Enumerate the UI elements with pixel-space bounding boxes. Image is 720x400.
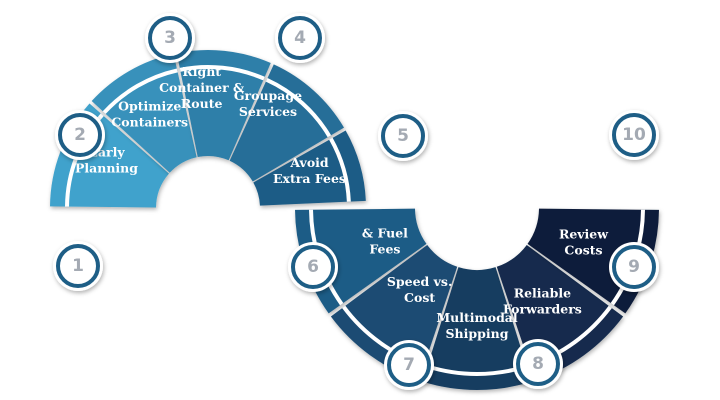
badge-number: 9 <box>628 257 640 277</box>
badge-ring <box>291 245 335 289</box>
step-segment-fill <box>229 64 344 182</box>
step-badge-9: 9 <box>609 242 659 292</box>
step-label-7: Speed vs.Cost <box>387 274 452 305</box>
step-badge-7: 7 <box>384 340 434 390</box>
badge-number: 3 <box>164 28 176 48</box>
step-segment-divider-ring <box>610 209 645 306</box>
step-segment-divider-ring <box>179 64 265 81</box>
step-badge-3: 3 <box>145 13 195 63</box>
step-badge-2: 2 <box>55 110 105 160</box>
badge-number: 6 <box>307 257 319 277</box>
step-label-line: Reliable <box>514 285 571 300</box>
step-badge-6: 6 <box>288 242 338 292</box>
step-segment-fill <box>422 267 532 390</box>
badge-number: 2 <box>74 125 86 145</box>
step-segment-fill <box>176 50 271 161</box>
step-label-line: Fees <box>369 242 400 257</box>
badge-number: 10 <box>622 125 646 145</box>
badge-ring <box>387 343 431 387</box>
badge-ring <box>58 113 102 157</box>
step-segment-fill <box>295 208 427 314</box>
badge-ring <box>516 342 560 386</box>
step-label-line: Shipping <box>446 326 509 341</box>
step-label-line: Planning <box>75 161 138 176</box>
step-segment-8 <box>422 267 532 390</box>
step-segment-2 <box>91 53 197 173</box>
step-label-line: Right <box>182 64 221 79</box>
step-label-line: Cost <box>404 290 435 305</box>
step-label-line: Groupage <box>234 88 302 103</box>
step-badges: 1 2 3 4 5 6 7 8 9 10 <box>53 13 659 390</box>
badge-number: 1 <box>72 256 84 276</box>
step-segment-divider-ring <box>102 68 178 114</box>
step-label-line: Optimize <box>118 99 181 114</box>
badge-ring <box>612 245 656 289</box>
badge-ring <box>148 16 192 60</box>
step-badge-4: 4 <box>275 13 325 63</box>
badge-number: 8 <box>532 354 544 374</box>
step-segment-fill <box>91 53 197 173</box>
step-segment-divider-ring <box>426 364 528 376</box>
step-segment-6 <box>295 208 427 314</box>
badge-number: 4 <box>294 28 306 48</box>
badge-ring <box>56 244 100 288</box>
step-label-line: Costs <box>564 243 602 258</box>
step-segment-divider-ring <box>65 113 104 207</box>
badge-ring <box>381 114 425 158</box>
badge-number: 5 <box>397 126 409 146</box>
step-label-line: Route <box>181 96 223 111</box>
step-segment-divider-ring <box>329 137 351 202</box>
step-segment-5 <box>253 130 366 206</box>
step-segment-divider-ring <box>265 77 332 138</box>
step-label-line: Review <box>559 227 609 242</box>
step-badge-8: 8 <box>513 339 563 389</box>
step-segment-3 <box>176 50 271 161</box>
step-label-line: Containers <box>111 115 188 130</box>
badge-ring <box>612 113 656 157</box>
step-label-line: Avoid <box>289 155 329 170</box>
step-badge-5: 5 <box>378 111 428 161</box>
step-badge-10: 10 <box>609 110 659 160</box>
step-badge-1: 1 <box>53 241 103 291</box>
step-label-line: Extra Fees <box>273 171 346 186</box>
step-segment-4 <box>229 64 344 182</box>
step-label-line: Speed vs. <box>387 274 452 289</box>
step-label-line: Container & <box>159 80 245 95</box>
step-label-line: & Fuel <box>362 226 408 241</box>
step-segment-divider-ring <box>309 209 344 306</box>
badge-number: 7 <box>403 355 415 375</box>
step-label-line: Forwarders <box>503 301 582 316</box>
step-label-line: Multimodal <box>436 310 518 325</box>
badge-ring <box>278 16 322 60</box>
step-label-line: Services <box>239 104 297 119</box>
